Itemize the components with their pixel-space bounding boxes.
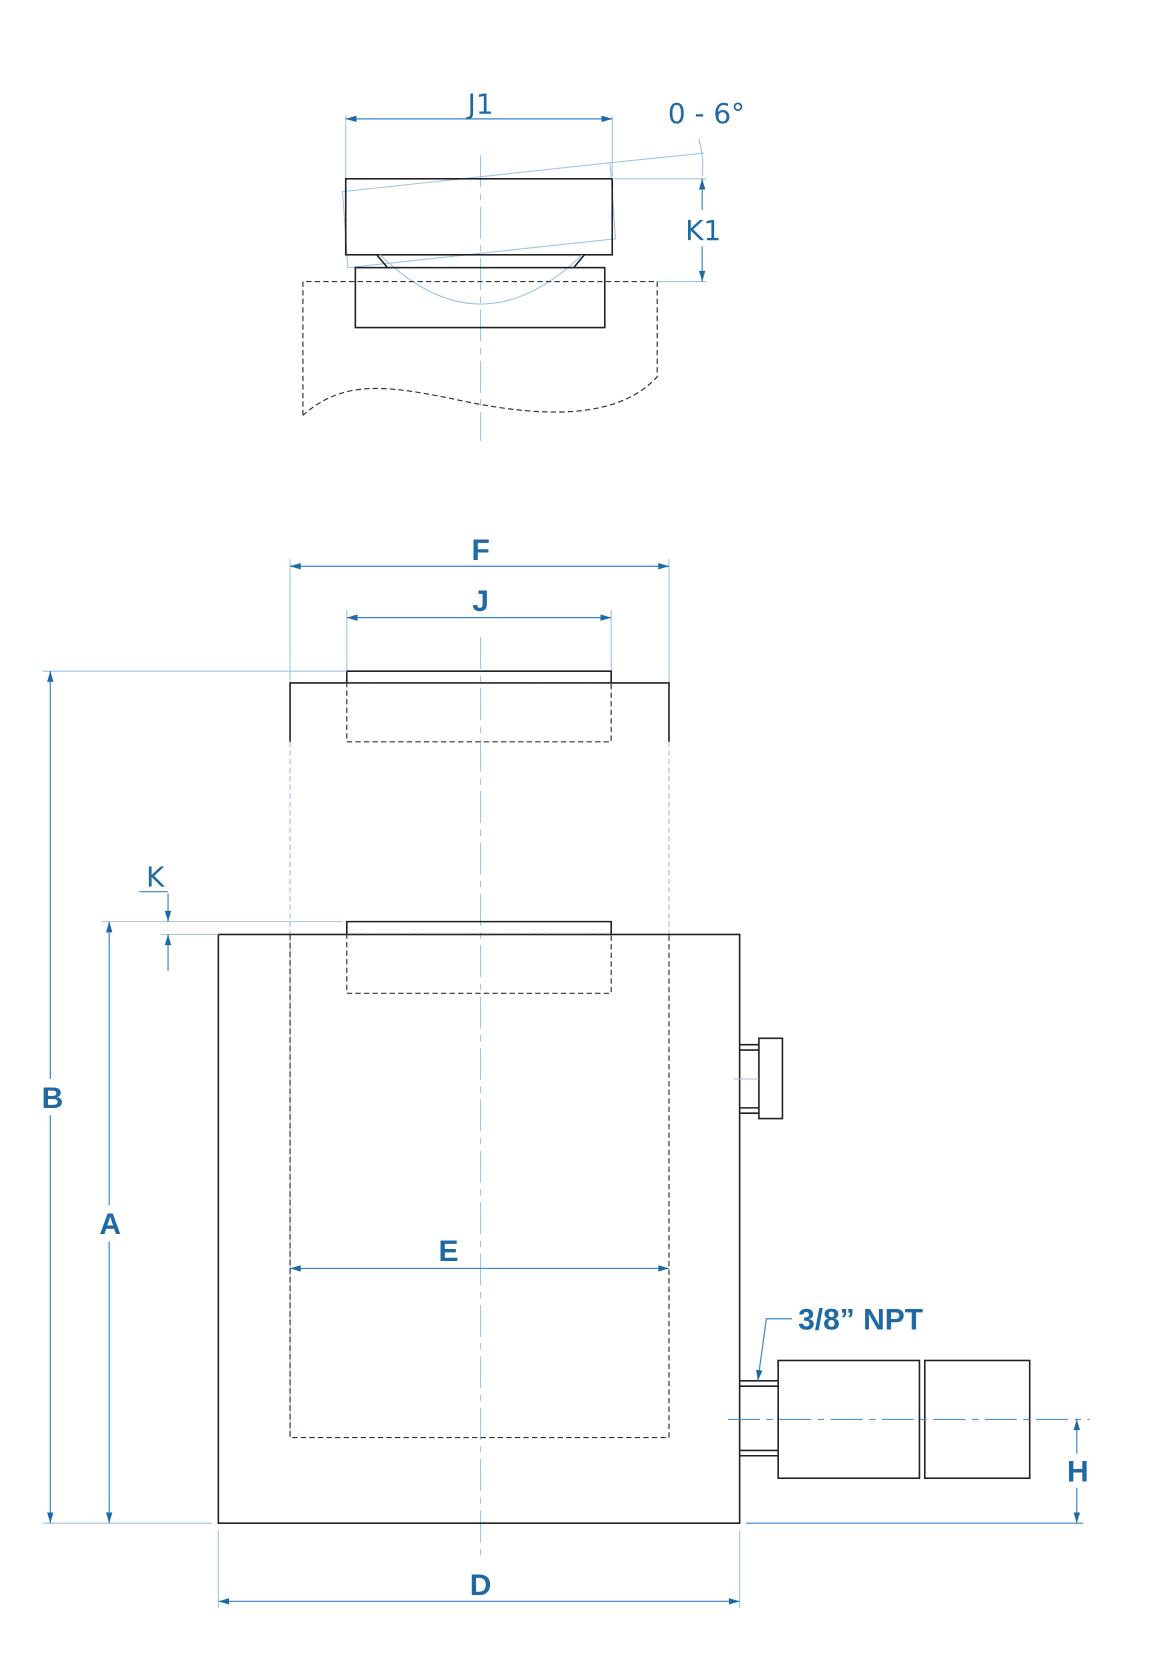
label-k1: K1: [685, 214, 721, 247]
retracted-ram: [346, 933, 612, 994]
label-f: F: [471, 534, 489, 567]
label-b: B: [42, 1082, 64, 1115]
cylinder-body: [217, 933, 741, 1524]
label-j1: J1: [466, 87, 494, 120]
label-port-size: 3/8” NPT: [798, 1303, 923, 1336]
label-d: D: [470, 1569, 492, 1602]
label-e: E: [438, 1235, 458, 1268]
label-h: H: [1067, 1455, 1089, 1488]
side-fitting: [733, 1037, 784, 1120]
cylinder-breakout: [302, 280, 658, 416]
label-j: J: [472, 585, 489, 618]
saddle-block: [344, 177, 614, 256]
bore-outline: [289, 934, 670, 1439]
seat-block: [354, 266, 606, 329]
port-leader: [756, 1318, 793, 1381]
label-a: A: [99, 1208, 121, 1241]
saddle-detail-view: J1 0 - 6° K1: [302, 87, 745, 442]
cylinder-elevation-view: F J B A K E: [36, 534, 1092, 1608]
label-tilt-angle: 0 - 6°: [668, 97, 745, 130]
spherical-seat-arc: [379, 254, 583, 305]
label-k: K: [146, 860, 165, 893]
